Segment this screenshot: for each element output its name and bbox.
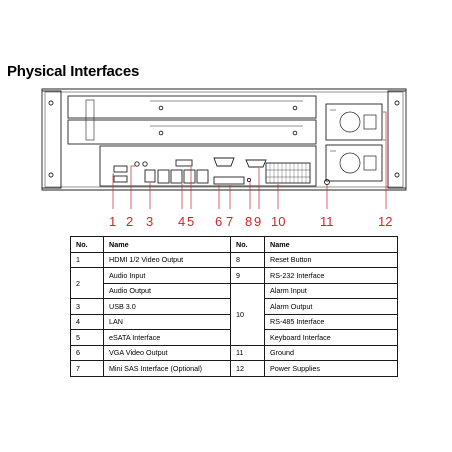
callout-3: 3 <box>146 214 154 229</box>
usb-port <box>144 169 156 183</box>
lan-port <box>183 169 196 184</box>
header-name: Name <box>103 236 231 253</box>
interface-name: USB 3.0 <box>103 298 231 315</box>
vga-port <box>213 157 235 167</box>
reset-button <box>246 177 252 183</box>
row-number: 12 <box>230 360 265 377</box>
row-number: 2 <box>70 267 104 299</box>
row-number: 9 <box>230 267 265 284</box>
callout-12: 12 <box>378 214 393 229</box>
interface-name: Ground <box>264 344 398 361</box>
interface-name: HDMI 1/2 Video Output <box>103 251 231 268</box>
interface-name: Reset Button <box>264 251 398 268</box>
table-row: 6 VGA Video Output 11 Ground <box>70 344 398 361</box>
interface-name: RS-485 Interface <box>264 313 398 330</box>
table-row: 3 USB 3.0 Alarm Output <box>70 298 398 315</box>
interface-name: eSATA Interface <box>103 329 231 346</box>
audio-port <box>142 161 148 167</box>
rack-screw <box>394 172 400 178</box>
row-number: 6 <box>70 344 104 361</box>
callout-11: 11 <box>320 214 334 229</box>
rack-screw <box>394 100 400 106</box>
interface-name: RS-232 Interface <box>264 267 398 284</box>
interface-name: LAN <box>103 313 231 330</box>
header-name: Name <box>264 236 398 253</box>
hdmi-port <box>113 175 128 183</box>
callout-7: 7 <box>226 214 234 229</box>
expansion-slot <box>67 95 317 119</box>
callout-4: 4 <box>178 214 186 229</box>
callout-leaders <box>112 111 387 209</box>
table-row: 7 Mini SAS Interface (Optional) 12 Power… <box>70 360 398 377</box>
callout-9: 9 <box>254 214 262 229</box>
table-row: 2 Audio Input 9 RS-232 Interface <box>70 267 398 299</box>
lan-port <box>196 169 209 184</box>
callout-1: 1 <box>109 214 117 229</box>
header-no: No. <box>70 236 104 253</box>
ground-terminal <box>324 179 330 185</box>
interface-name: VGA Video Output <box>103 344 231 361</box>
power-supply <box>325 144 383 182</box>
interfaces-table: No. Name No. Name 1 HDMI 1/2 Video Outpu… <box>70 236 398 377</box>
callout-5: 5 <box>187 214 195 229</box>
row-number: 10 <box>230 282 265 346</box>
callout-6: 6 <box>215 214 223 229</box>
table-row: 4 LAN RS-485 Interface <box>70 313 398 330</box>
lan-port <box>170 169 183 184</box>
callout-2: 2 <box>126 214 134 229</box>
interface-name: Keyboard Interface <box>264 329 398 346</box>
rs232-port <box>245 159 267 168</box>
callout-8: 8 <box>245 214 253 229</box>
io-panel <box>99 145 317 187</box>
rack-screw <box>48 100 54 106</box>
interface-name: Power Supplies <box>264 360 398 377</box>
row-number: 5 <box>70 329 104 346</box>
row-number: 1 <box>70 251 104 268</box>
page-title: Physical Interfaces <box>7 63 140 80</box>
row-number: 8 <box>230 251 265 268</box>
row-number: 3 <box>70 298 104 315</box>
rack-screw <box>48 172 54 178</box>
alarm-terminal-block <box>265 162 311 184</box>
power-supply <box>325 103 383 141</box>
audio-port <box>134 161 140 167</box>
table-row: 5 eSATA Interface Keyboard Interface <box>70 329 398 346</box>
interface-name: Mini SAS Interface (Optional) <box>103 360 231 377</box>
interface-name: Alarm Input <box>264 282 398 299</box>
interface-name: Audio Input <box>103 267 231 284</box>
interface-name: Audio Output <box>103 282 231 299</box>
esata-port <box>175 159 193 167</box>
mini-sas-port <box>213 176 245 185</box>
row-number: 4 <box>70 313 104 330</box>
table-header-row: No. Name No. Name <box>70 236 398 253</box>
header-no: No. <box>230 236 265 253</box>
table-row: Audio Output 10 Alarm Input <box>71 282 398 346</box>
callout-10: 10 <box>271 214 286 229</box>
interface-name: Alarm Output <box>264 298 398 315</box>
hdmi-port <box>113 165 128 173</box>
row-number: 11 <box>230 344 265 361</box>
row-number: 7 <box>70 360 104 377</box>
lan-port <box>157 169 170 184</box>
chassis-outline <box>41 88 407 191</box>
table-row: 1 HDMI 1/2 Video Output 8 Reset Button <box>70 251 398 268</box>
expansion-slot <box>67 119 317 145</box>
